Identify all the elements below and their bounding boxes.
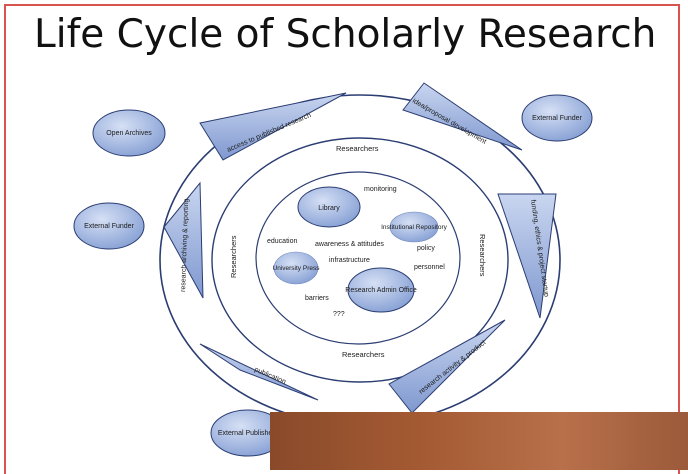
segment-idea-shape bbox=[402, 82, 523, 151]
term-awareness: awareness & attitudes bbox=[315, 241, 384, 248]
segment-archiving-label: research archiving & reporting bbox=[180, 198, 190, 292]
segment-funding-shape bbox=[497, 193, 557, 319]
researchers-label-left: Researchers bbox=[229, 235, 238, 278]
term-question-marks: ??? bbox=[333, 311, 345, 318]
researchers-label-top: Researchers bbox=[336, 144, 379, 153]
term-policy: policy bbox=[417, 245, 435, 252]
segment-research-shape bbox=[388, 319, 506, 414]
slide-frame bbox=[4, 4, 680, 474]
term-education: education bbox=[267, 238, 297, 245]
segment-archiving-shape bbox=[163, 181, 204, 299]
research-admin-office-label: Research Admin Office bbox=[345, 287, 417, 294]
segment-publication-shape bbox=[199, 343, 319, 401]
term-monitoring: monitoring bbox=[364, 186, 397, 193]
library-label: Library bbox=[318, 205, 340, 212]
researchers-label-bottom: Researchers bbox=[342, 350, 385, 359]
external-funder-right-node bbox=[521, 94, 593, 142]
slide-title: Life Cycle of Scholarly Research bbox=[34, 12, 657, 57]
overlapping-image-overlay bbox=[270, 412, 688, 470]
term-personnel: personnel bbox=[414, 264, 445, 271]
open-archives-node bbox=[92, 109, 166, 157]
institutional-repository-label: Institutional Repository bbox=[381, 224, 448, 231]
term-infrastructure: infrastructure bbox=[329, 257, 370, 264]
university-press-node bbox=[273, 251, 319, 285]
researchers-label-right: Researchers bbox=[478, 234, 487, 277]
external-funder-right-label: External Funder bbox=[532, 115, 582, 122]
open-archives-label: Open Archives bbox=[106, 130, 152, 137]
research-admin-office-node bbox=[347, 267, 415, 313]
institutional-repository-node bbox=[389, 211, 439, 243]
external-funder-left-label: External Funder bbox=[84, 223, 134, 230]
library-node bbox=[297, 186, 361, 228]
university-press-label: University Press bbox=[273, 265, 321, 272]
term-barriers: barriers bbox=[305, 295, 329, 302]
segment-access-shape bbox=[199, 92, 347, 161]
external-publishers-label: External Publishers bbox=[218, 430, 279, 437]
external-funder-left-node bbox=[73, 202, 145, 250]
